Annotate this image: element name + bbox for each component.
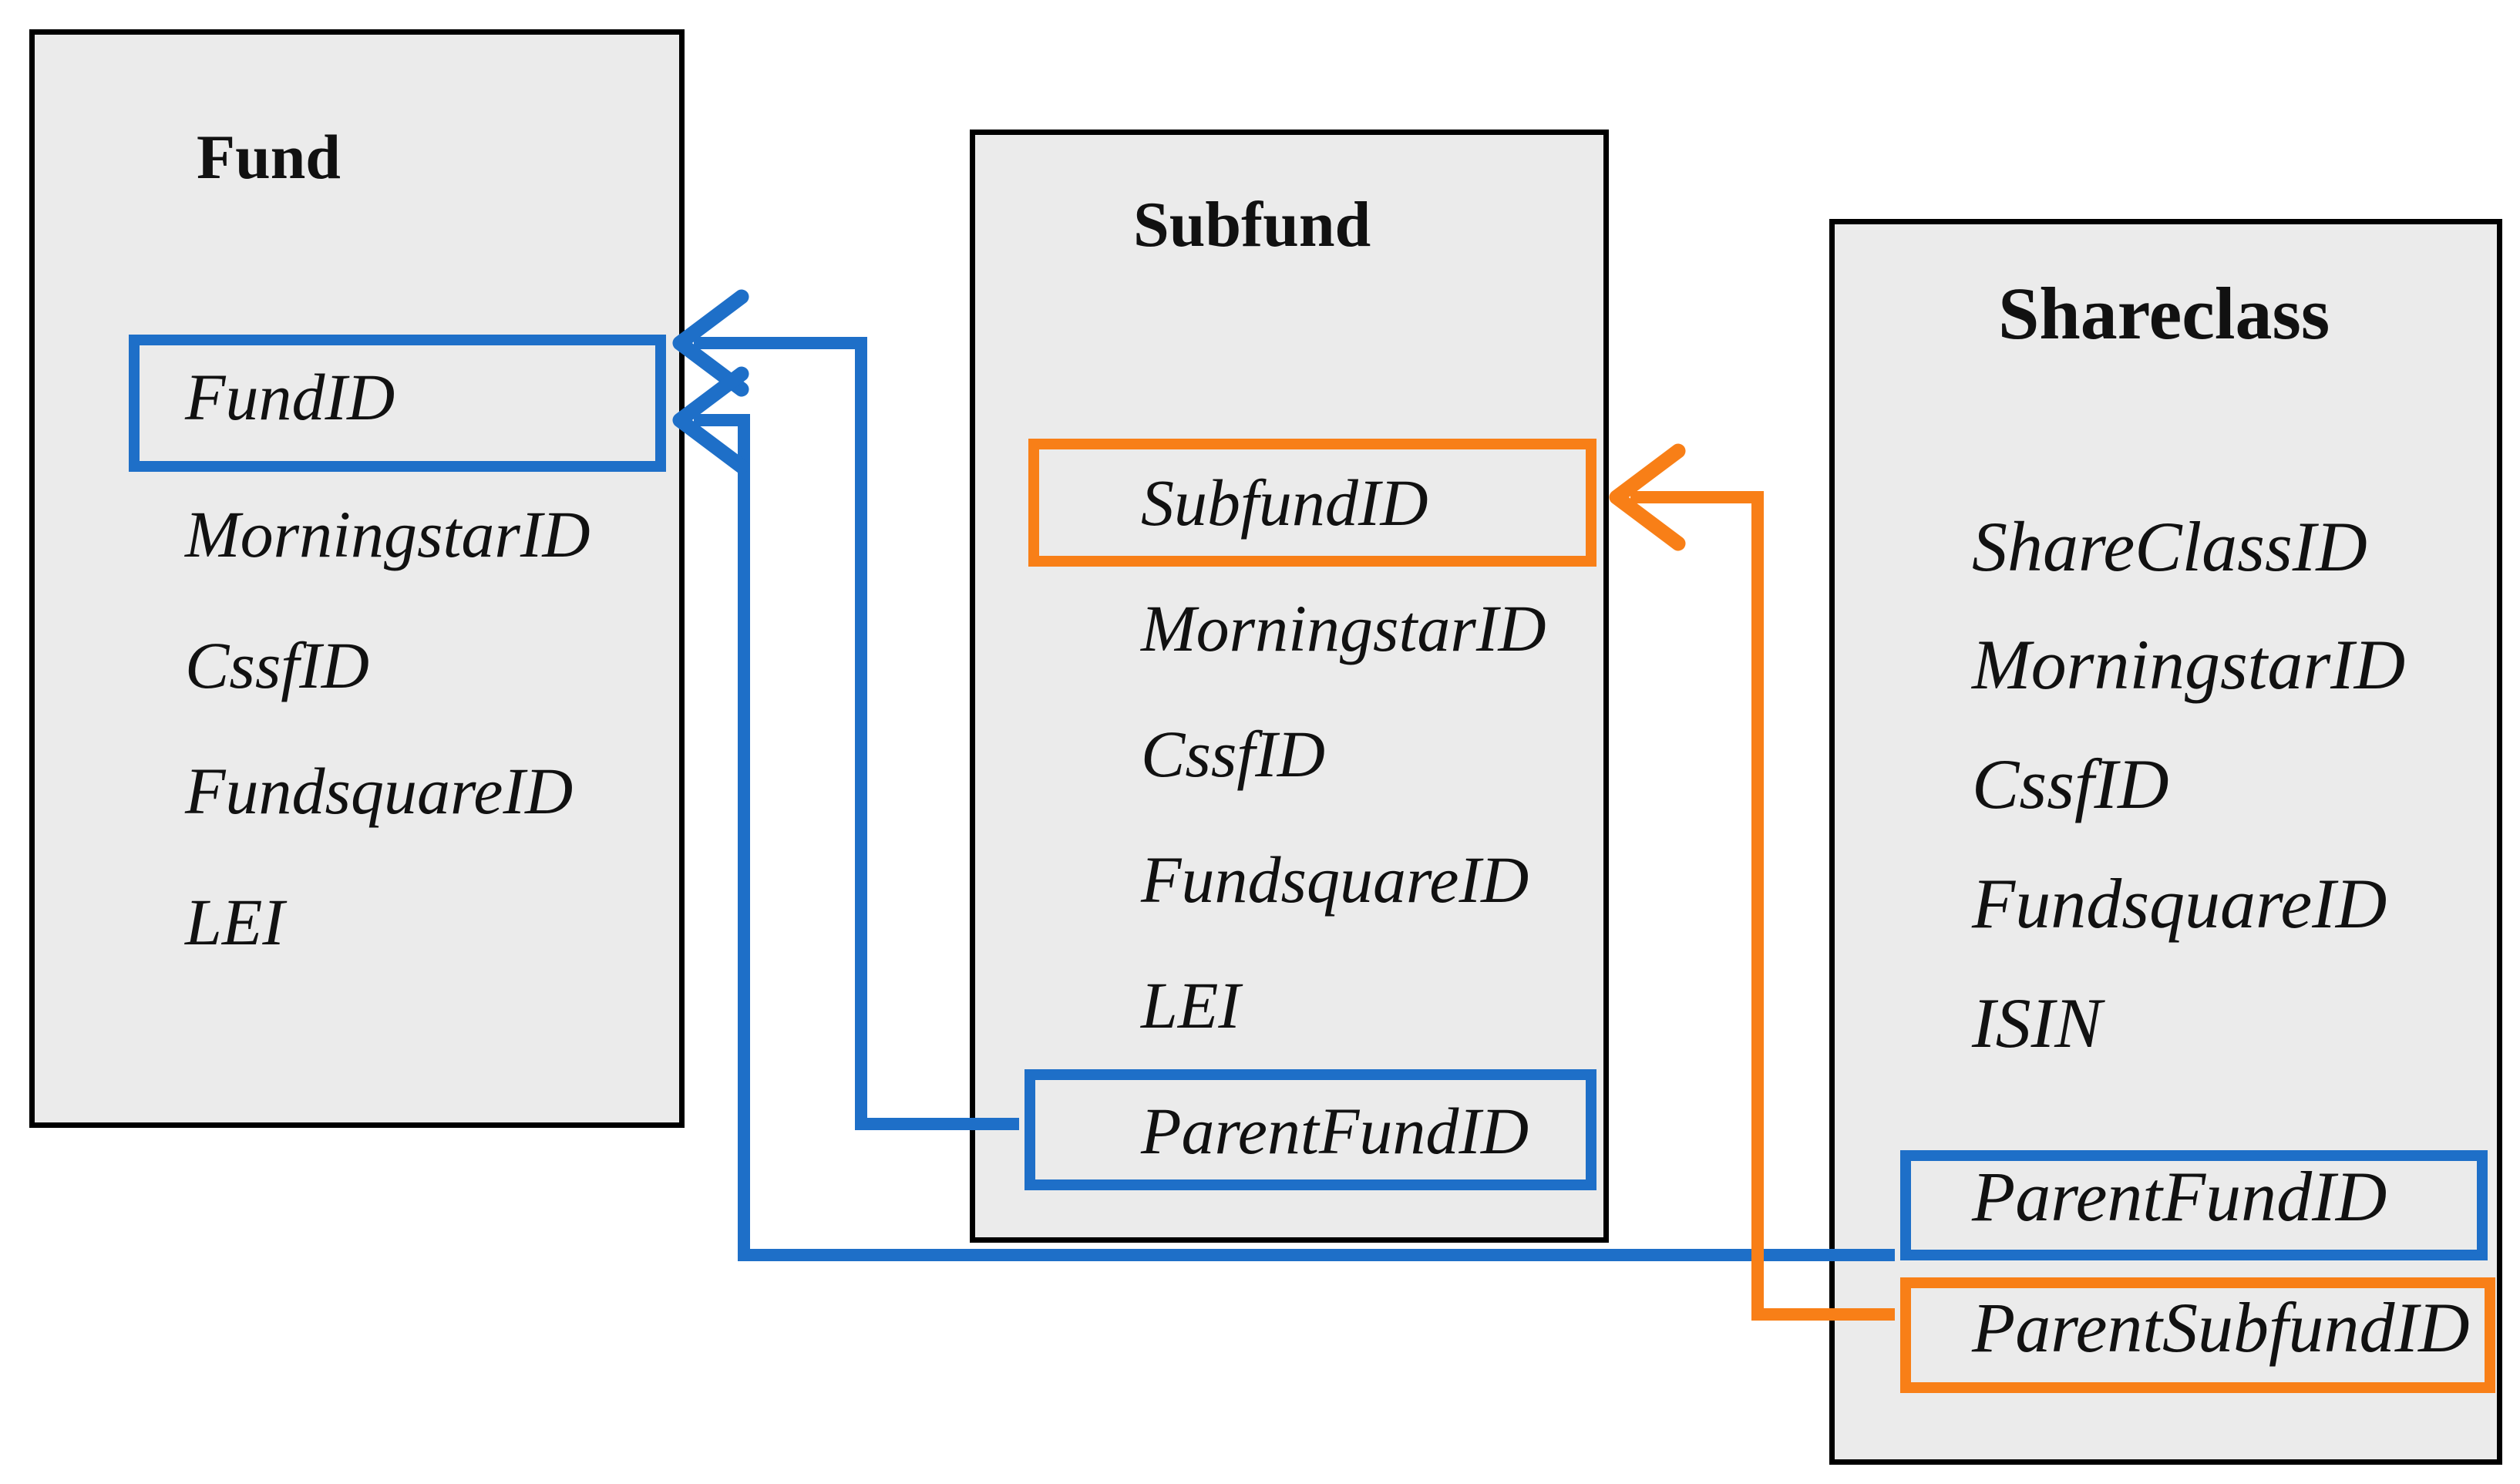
entity-title-fund: Fund: [197, 122, 341, 192]
arrowhead-icon: [672, 289, 749, 397]
field-row-subfund-5: ParentFundID: [1141, 1094, 1529, 1168]
field-row-fund-1: MorningstarID: [185, 497, 590, 571]
field-row-fund-2: CssfID: [185, 628, 369, 702]
field-row-shareclass-6: ParentSubfundID: [1972, 1288, 2470, 1367]
field-row-fund-0: FundID: [185, 360, 395, 434]
field-row-shareclass-3: FundsquareID: [1972, 864, 2387, 943]
field-row-subfund-2: CssfID: [1141, 717, 1325, 791]
field-highlight-blue-fund: [129, 335, 666, 472]
arrowhead-icon: [672, 366, 749, 474]
field-row-fund-4: LEI: [185, 885, 284, 959]
field-row-shareclass-5: ParentFundID: [1972, 1157, 2387, 1236]
field-row-subfund-1: MorningstarID: [1141, 591, 1546, 665]
arrowhead-icon: [1609, 443, 1686, 551]
field-row-shareclass-2: CssfID: [1972, 745, 2169, 823]
field-row-subfund-0: SubfundID: [1141, 466, 1428, 540]
entity-title-subfund: Subfund: [1133, 189, 1371, 261]
field-highlight-blue-shareclass: [1900, 1150, 2488, 1260]
field-row-subfund-4: LEI: [1141, 968, 1240, 1042]
field-row-fund-3: FundsquareID: [185, 754, 574, 828]
field-highlight-orange-shareclass: [1900, 1277, 2495, 1393]
field-row-shareclass-4: ISIN: [1972, 984, 2102, 1062]
field-row-shareclass-0: ShareClassID: [1972, 507, 2367, 586]
entity-title-shareclass: Shareclass: [1998, 272, 2330, 355]
field-row-subfund-3: FundsquareID: [1141, 843, 1529, 917]
relation-arrow-0-blue: [672, 289, 1019, 1130]
field-row-shareclass-1: MorningstarID: [1972, 625, 2406, 704]
